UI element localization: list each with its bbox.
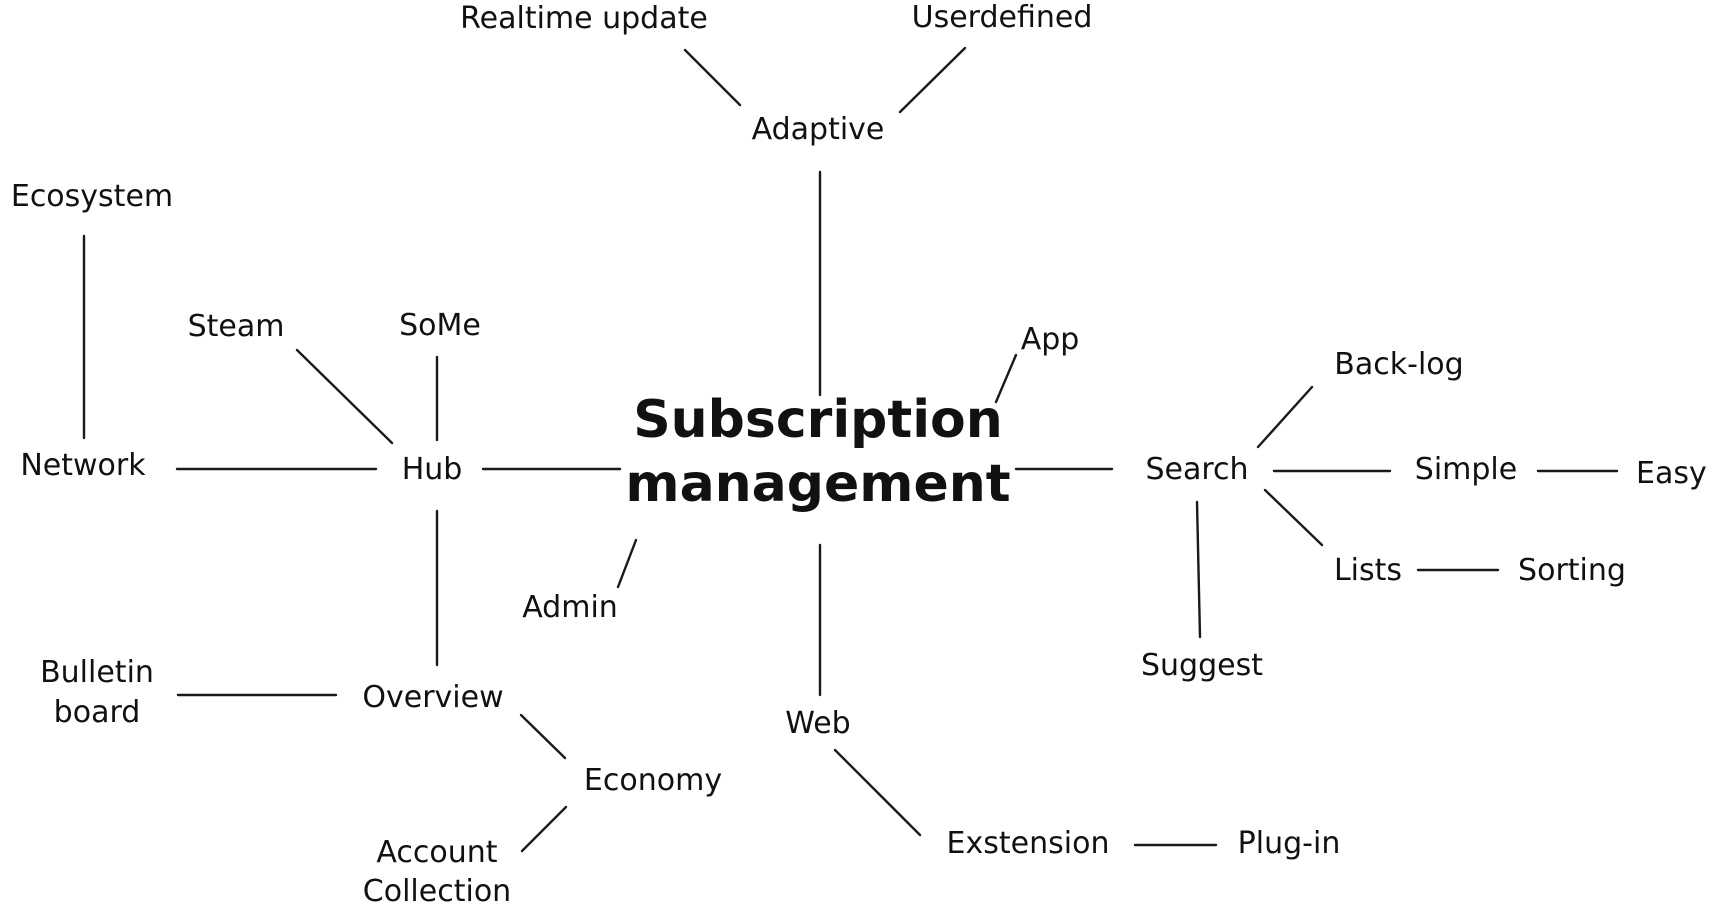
node-hub: Hub — [402, 452, 463, 487]
node-some: SoMe — [399, 308, 481, 343]
node-search: Search — [1145, 452, 1248, 487]
edge-adaptive-realtime-update — [683, 48, 742, 107]
edge-center-admin — [616, 538, 638, 589]
edge-adaptive-userdefined — [898, 46, 967, 114]
node-economy: Economy — [584, 763, 722, 798]
node-network: Network — [20, 448, 146, 483]
node-account-collection-line1: Account — [376, 835, 497, 870]
node-suggest: Suggest — [1141, 648, 1263, 683]
node-sorting: Sorting — [1518, 553, 1626, 588]
node-adaptive: Adaptive — [752, 112, 885, 147]
connectors — [82, 46, 1619, 853]
node-easy: Easy — [1636, 456, 1707, 491]
node-labels: Subscription management Adaptive Realtim… — [11, 0, 1707, 909]
node-steam: Steam — [188, 309, 285, 344]
node-lists: Lists — [1334, 553, 1402, 588]
node-realtime-update: Realtime update — [460, 1, 708, 36]
node-overview: Overview — [362, 680, 503, 715]
node-plug-in: Plug-in — [1238, 826, 1341, 861]
central-topic-line2: management — [625, 454, 1010, 514]
edge-search-lists — [1263, 488, 1324, 547]
edge-search-suggest — [1195, 500, 1202, 639]
edge-web-extension — [833, 748, 922, 837]
node-bulletin-board-line1: Bulletin — [40, 655, 154, 690]
edge-overview-economy — [519, 713, 567, 760]
node-simple: Simple — [1415, 452, 1517, 487]
node-back-log: Back-log — [1334, 347, 1463, 382]
node-ecosystem: Ecosystem — [11, 179, 173, 214]
node-bulletin-board-line2: board — [54, 695, 141, 730]
central-topic-line1: Subscription — [633, 390, 1003, 450]
node-userdefined: Userdefined — [912, 0, 1093, 35]
node-account-collection-line2: Collection — [363, 874, 511, 909]
node-app: App — [1021, 322, 1080, 357]
edge-hub-steam — [295, 348, 394, 445]
node-web: Web — [785, 706, 850, 741]
edge-center-app — [994, 353, 1018, 404]
node-admin: Admin — [522, 590, 618, 625]
edge-search-back-log — [1256, 385, 1314, 449]
node-extension: Exstension — [947, 826, 1110, 861]
edge-economy-account-collection — [520, 805, 568, 853]
